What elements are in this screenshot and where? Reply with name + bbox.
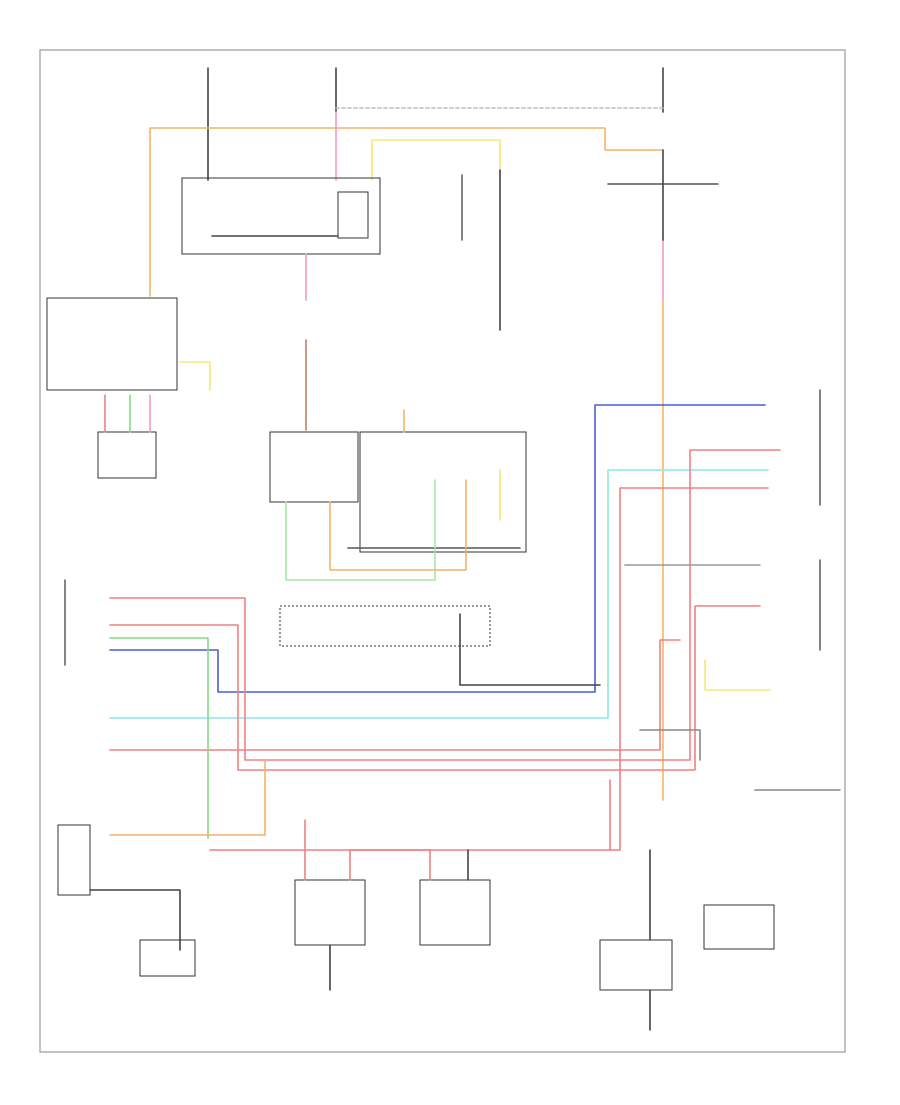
- top-power-sources: [207, 67, 664, 181]
- red-wire-1: [209, 487, 769, 851]
- lower-left-connector: [139, 939, 196, 977]
- red-wire-3: [109, 605, 761, 771]
- bottom-switch-1: [294, 879, 366, 946]
- mid-fuse-wire: [459, 613, 601, 686]
- mid-fuse-panel: [279, 605, 491, 647]
- multifunction-box: [181, 177, 381, 255]
- yellow-wire-top: [371, 139, 501, 181]
- cruise-module: [46, 297, 178, 391]
- yellow-wire-module: [179, 361, 211, 391]
- green-wire-left: [109, 637, 209, 839]
- bottom-right-connector: [703, 904, 775, 950]
- bottom-switch-2: [419, 879, 491, 946]
- red-wire-bottom-3: [349, 849, 431, 881]
- orange-wire-servo: [329, 479, 467, 571]
- lower-left-servo: [57, 824, 91, 896]
- blue-wire: [109, 404, 766, 693]
- servo-ground-wire: [89, 889, 181, 951]
- bottom-right-module: [599, 939, 673, 991]
- amplifier-box: [359, 431, 527, 553]
- servo-box: [269, 431, 359, 503]
- relay-box: [337, 191, 369, 239]
- diagram-frame: [39, 49, 846, 1053]
- green-wire-servo: [285, 479, 436, 581]
- red-wire-4: [109, 639, 681, 751]
- gray-wire-lower: [639, 729, 701, 761]
- orange-wire-main: [149, 127, 664, 297]
- red-wire-2: [109, 449, 781, 761]
- module-connector: [97, 431, 157, 479]
- yellow-wire-lower: [704, 659, 771, 691]
- cyan-wire: [109, 469, 769, 719]
- orange-wire-lower: [109, 759, 266, 836]
